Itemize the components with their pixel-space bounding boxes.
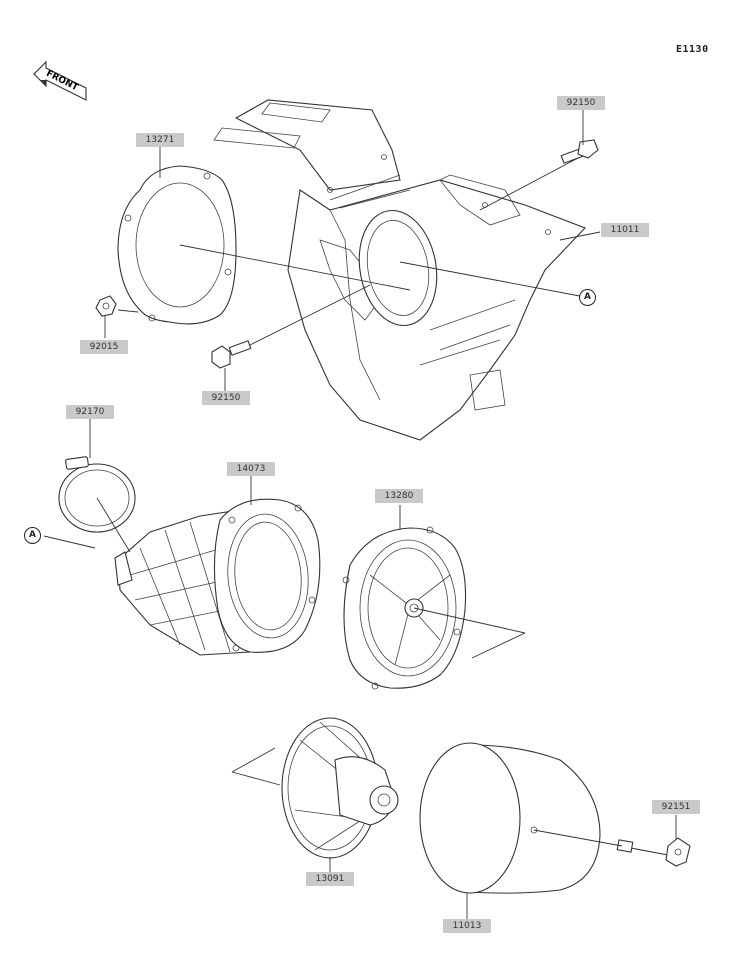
- part-label-92015: 92015: [80, 340, 128, 354]
- callout-a-upper: A: [579, 289, 596, 306]
- bolt-92150-upper: [560, 139, 599, 164]
- diagram-code: E1130: [676, 44, 709, 55]
- part-label-92151: 92151: [652, 800, 700, 814]
- part-label-92170: 92170: [66, 405, 114, 419]
- filter-cage-13091: [281, 717, 399, 859]
- part-label-92150-lower: 92150: [202, 391, 250, 405]
- part-label-13280: 13280: [375, 489, 423, 503]
- leader-lines: [43, 110, 677, 920]
- intake-duct-14073: [114, 498, 321, 656]
- front-arrow-icon: FRONT: [33, 60, 87, 101]
- part-label-11013: 11013: [443, 919, 491, 933]
- part-label-14073: 14073: [227, 462, 275, 476]
- part-label-13271: 13271: [136, 133, 184, 147]
- clamp-92170: [58, 456, 136, 533]
- part-label-92150-upper: 92150: [557, 96, 605, 110]
- filter-holder-13280: [342, 526, 467, 690]
- callout-a-lower: A: [24, 527, 41, 544]
- air-cleaner-housing: [213, 99, 586, 441]
- wing-nut-92151: [616, 837, 691, 867]
- part-label-11011: 11011: [601, 223, 649, 237]
- gasket-13271: [117, 165, 237, 325]
- part-label-13091: 13091: [306, 872, 354, 886]
- nut-92015: [95, 295, 117, 317]
- bolt-92150-lower: [211, 340, 252, 369]
- filter-element-11013: [419, 742, 601, 894]
